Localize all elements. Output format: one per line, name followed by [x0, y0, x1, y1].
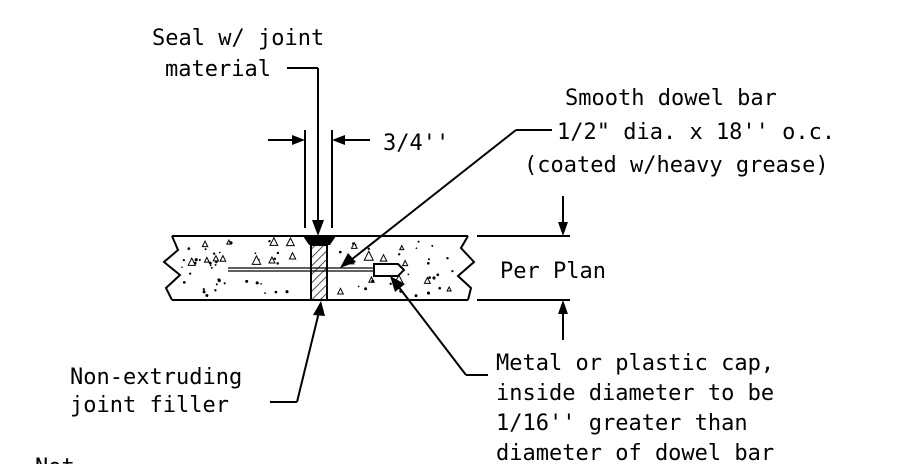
- aggregate-speck: [427, 258, 430, 261]
- aggregate-speck: [198, 258, 201, 261]
- aggregate-speck: [350, 241, 358, 249]
- dowel-label-line2: 1/2" dia. x 18'' o.c.: [557, 120, 835, 145]
- aggregate-speck: [276, 251, 280, 255]
- aggregate-speck: [257, 258, 260, 261]
- aggregate-speck: [276, 262, 279, 265]
- aggregate-speck: [268, 255, 276, 264]
- aggregate-speck: [438, 286, 442, 290]
- aggregate-speck: [204, 248, 207, 251]
- aggregate-speck: [264, 292, 267, 295]
- aggregate-speck: [431, 244, 434, 247]
- cap-label-line3: 1/16'' greater than: [496, 411, 748, 436]
- aggregate-speck: [210, 266, 213, 269]
- aggregate-speck: [426, 261, 430, 265]
- filler-label-line2: joint filler: [70, 393, 229, 418]
- aggregate-speck: [268, 239, 271, 243]
- thickness-dimension: [477, 196, 570, 340]
- aggregate-speck: [254, 252, 257, 255]
- seal-label-line1: Seal w/ joint: [152, 26, 324, 51]
- aggregate-speck: [407, 273, 410, 276]
- aggregate-speck: [189, 272, 192, 275]
- filler-label-line1: Non-extruding: [70, 365, 242, 390]
- aggregate-speck: [255, 281, 259, 285]
- aggregate-speck: [201, 239, 209, 248]
- aggregate-speck: [273, 257, 277, 261]
- aggregate-speck: [260, 282, 262, 285]
- aggregate-speck: [218, 251, 221, 254]
- seal-label-line2: material: [165, 57, 271, 82]
- aggregate-speck: [415, 247, 418, 250]
- aggregate-speck: [363, 250, 375, 261]
- aggregate-speck: [212, 254, 220, 262]
- aggregate-speck: [367, 247, 370, 250]
- aggregate-speck: [451, 269, 454, 273]
- thickness-label: Per Plan: [500, 259, 606, 284]
- seal-leader: [287, 67, 324, 236]
- aggregate-speck: [364, 287, 368, 291]
- aggregate-speck: [368, 275, 375, 283]
- aggregate-speck: [401, 259, 409, 267]
- aggregate-speck: [417, 240, 420, 243]
- aggregate-speck: [432, 276, 436, 280]
- aggregate-speck: [336, 287, 345, 295]
- aggregate-speck: [389, 282, 392, 285]
- aggregate-speck: [398, 253, 401, 256]
- filler-leader: [270, 301, 325, 403]
- aggregate-speck: [426, 291, 431, 295]
- aggregate-speck: [226, 238, 232, 245]
- aggregate-speck: [269, 236, 279, 246]
- aggregate-speck: [414, 294, 418, 298]
- aggregate-speck: [203, 256, 211, 263]
- cap-label-line1: Metal or plastic cap,: [496, 351, 774, 376]
- aggregate-speck: [223, 282, 226, 285]
- aggregate-speck: [194, 258, 198, 262]
- aggregate-speck: [446, 257, 449, 260]
- aggregate-speck: [215, 283, 218, 286]
- aggregate-speck: [288, 251, 297, 260]
- aggregate-speck: [208, 261, 212, 265]
- cap-label-line4: diameter of dowel bar: [496, 441, 774, 464]
- dowel-label-line1: Smooth dowel bar: [565, 86, 777, 111]
- aggregate-speck: [274, 290, 278, 294]
- aggregate-speck: [352, 242, 355, 245]
- aggregate-speck: [202, 290, 206, 294]
- aggregate-speck: [285, 290, 289, 294]
- aggregate-speck: [209, 264, 212, 267]
- aggregate-speck: [214, 289, 217, 292]
- aggregate-speck: [428, 276, 431, 279]
- dowel-bar: [228, 267, 396, 272]
- joint-width-label: 3/4'': [383, 131, 449, 156]
- aggregate-speck: [357, 285, 360, 288]
- notes-label-partial: Not: [35, 455, 75, 464]
- aggregate-speck: [212, 252, 216, 255]
- aggregate-speck: [205, 294, 209, 297]
- aggregate-speck: [182, 258, 186, 262]
- joint-filler: [310, 244, 328, 301]
- dowel-cap: [373, 263, 406, 277]
- cap-leader: [390, 276, 488, 376]
- aggregate-speck: [285, 236, 296, 247]
- aggregate-speck: [338, 250, 342, 254]
- aggregate-speck: [214, 263, 217, 266]
- aggregate-speck: [436, 273, 440, 277]
- aggregate-speck: [202, 288, 205, 291]
- concrete-slab: [162, 235, 476, 301]
- aggregate-speck: [187, 247, 191, 250]
- aggregate-speck: [446, 285, 452, 292]
- aggregate-speck: [423, 276, 432, 284]
- aggregate-speck: [379, 253, 388, 262]
- aggregate-speck: [219, 254, 227, 262]
- cap-label-line2: inside diameter to be: [496, 381, 774, 406]
- joint-sealant: [303, 236, 336, 245]
- aggregate-speck: [245, 279, 249, 283]
- aggregate-speck: [217, 278, 220, 281]
- aggregate-speck: [182, 281, 186, 284]
- aggregate-speck: [398, 244, 405, 251]
- dowel-leader: [340, 129, 552, 268]
- aggregate-speck: [187, 257, 197, 266]
- dowel-label-line3: (coated w/heavy grease): [524, 153, 829, 178]
- joint-width-dimension: [268, 130, 370, 228]
- aggregate-speck: [181, 266, 183, 269]
